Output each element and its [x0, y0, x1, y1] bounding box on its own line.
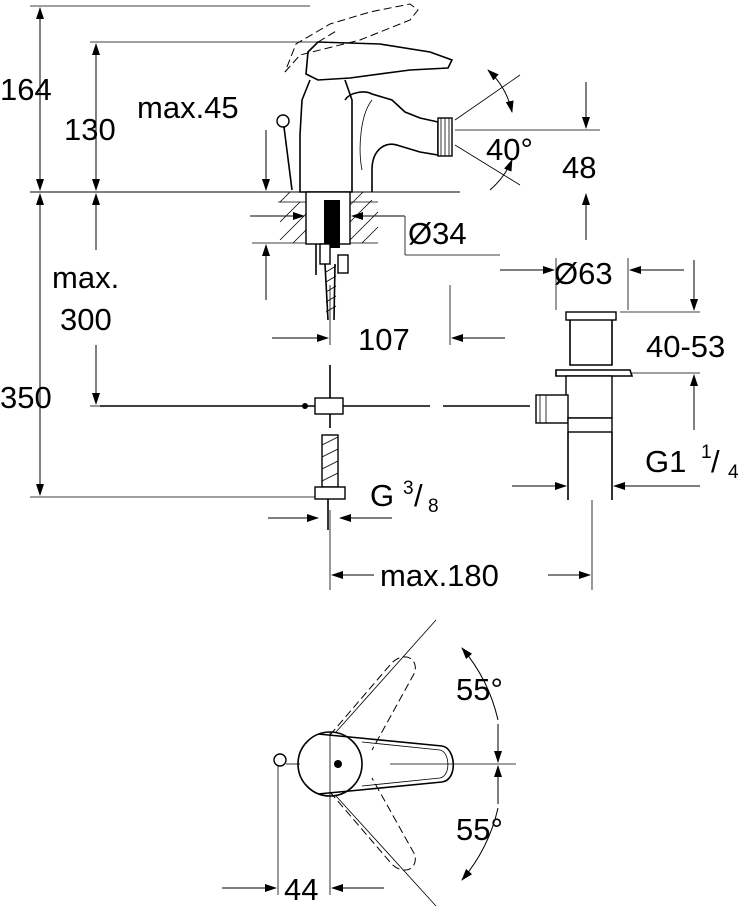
- dimension-labels: 164 130 max.45 40° 48 Ø34 Ø63 max. 300 1…: [0, 72, 739, 907]
- dim-48: 48: [562, 150, 596, 185]
- side-dimensions: [30, 5, 700, 590]
- dim-g38-num: 3: [403, 478, 414, 499]
- dim-g1-main: G1: [645, 444, 686, 479]
- dim-g38-main: G: [370, 478, 394, 513]
- dim-300: 300: [60, 302, 112, 337]
- dim-40-53: 40-53: [646, 329, 725, 364]
- dim-max180: max.180: [380, 558, 499, 593]
- dim-130: 130: [64, 112, 116, 147]
- mounting-deck: [30, 191, 460, 321]
- dim-max45: max.45: [137, 90, 239, 125]
- dim-g38-slash: /: [414, 478, 423, 513]
- dim-g38-den: 8: [428, 496, 439, 517]
- dim-164: 164: [0, 72, 52, 107]
- dim-55-top: 55°: [456, 672, 503, 707]
- dim-g1-num: 1: [701, 442, 712, 463]
- waste-assembly: [535, 311, 634, 500]
- plan-dimensions: [222, 647, 502, 892]
- dim-d34: Ø34: [408, 216, 467, 251]
- dim-max-below: max.: [52, 260, 119, 295]
- dim-d63: Ø63: [554, 256, 613, 291]
- dim-g1-den: 4: [728, 462, 739, 483]
- dim-55-bottom: 55°: [456, 812, 503, 847]
- popup-linkage: [100, 365, 530, 428]
- dim-40deg: 40°: [486, 132, 533, 167]
- dim-350: 350: [0, 380, 52, 415]
- faucet-side-view: [276, 3, 454, 193]
- faucet-plan-view: [273, 619, 516, 907]
- dim-g1-slash: /: [711, 444, 720, 479]
- supply-hose: [314, 434, 346, 530]
- dim-44: 44: [284, 872, 318, 907]
- dim-107: 107: [358, 322, 410, 357]
